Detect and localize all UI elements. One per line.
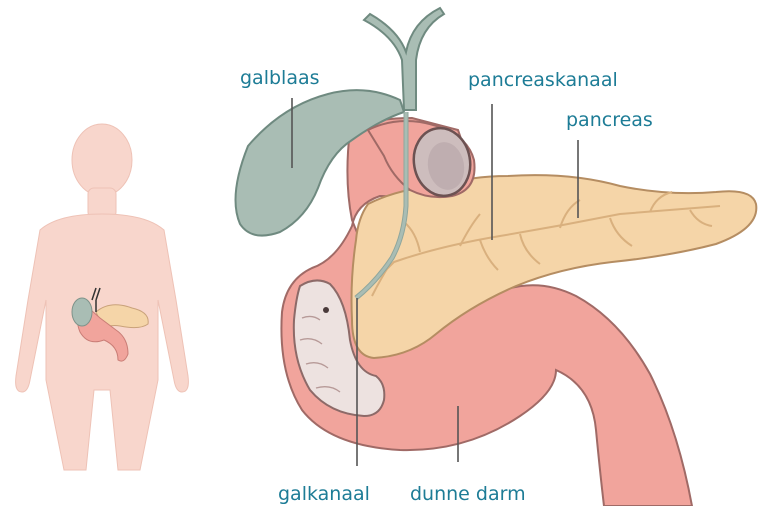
label-pancreaskanaal: pancreaskanaal [468,69,618,91]
label-galkanaal: galkanaal [278,483,370,505]
label-pancreas: pancreas [566,109,653,131]
body-silhouette [16,124,189,470]
label-galblaas: galblaas [240,67,320,89]
label-dunne-darm: dunne darm [410,483,526,505]
